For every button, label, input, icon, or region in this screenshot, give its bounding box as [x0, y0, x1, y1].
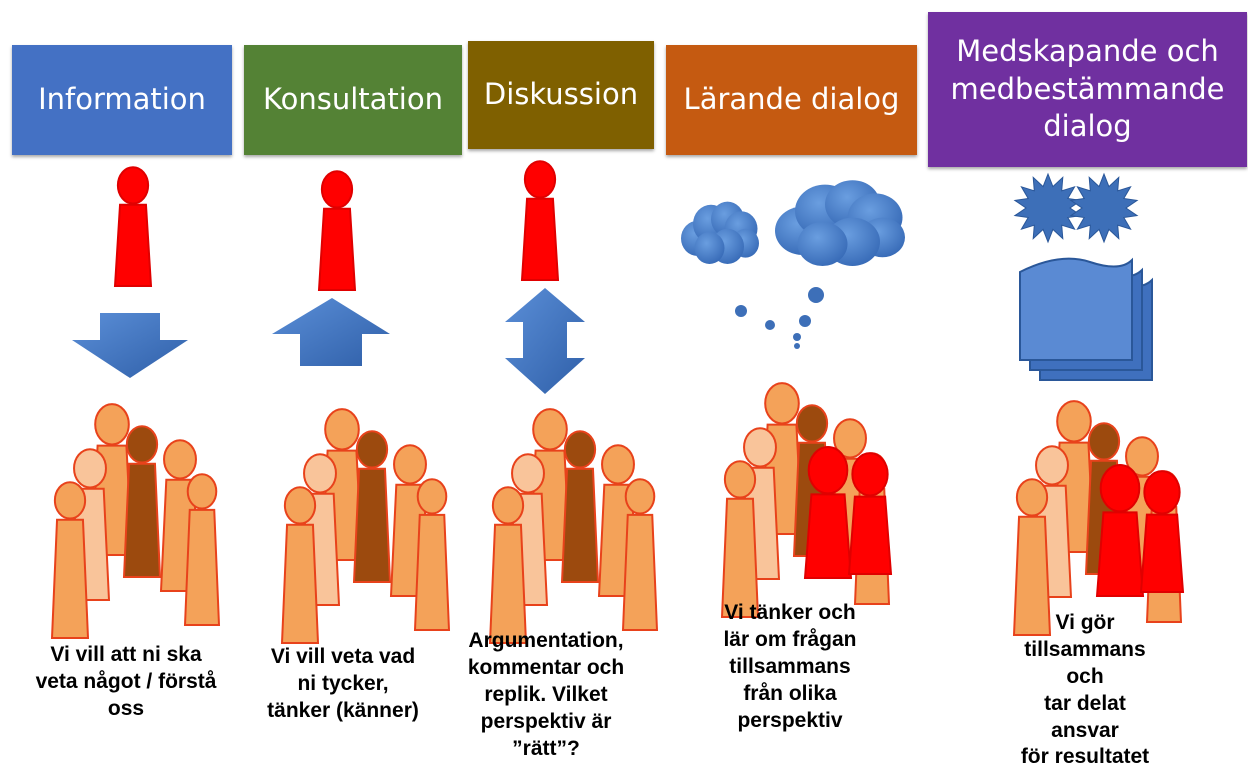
red-person-icon — [1139, 470, 1185, 593]
description-larande-dialog: Vi tänker och lär om frågan tillsammans … — [723, 601, 857, 732]
thought-bubble-icon — [735, 305, 747, 317]
crowd-person-icon — [352, 430, 392, 583]
thought-bubble-icon — [794, 343, 800, 349]
header-information: Information — [12, 45, 232, 155]
crowd-person-icon — [413, 478, 451, 631]
thought-cloud-icon — [775, 180, 905, 266]
document-stack-icon — [1019, 257, 1153, 381]
thought-bubble-icon — [765, 320, 775, 330]
crowd-person-icon — [50, 481, 90, 639]
up-arrow-icon — [272, 298, 390, 366]
leader-person-icon — [113, 166, 153, 287]
down-arrow-icon — [72, 313, 188, 378]
thought-cloud-icon — [681, 201, 759, 264]
thought-bubble-icon — [808, 287, 824, 303]
crowd-icon — [488, 408, 659, 644]
red-person-icon — [847, 452, 893, 575]
red-person-icon — [1095, 464, 1145, 597]
header-larande-dialog: Lärande dialog — [666, 45, 917, 155]
crowd-person-icon — [560, 430, 600, 583]
thought-bubble-icon — [793, 333, 801, 341]
header-diskussion: Diskussion — [468, 41, 654, 149]
crowd-person-icon — [488, 486, 528, 644]
crowd-person-icon — [280, 486, 320, 644]
description-medskapande-dialog: Vi gör tillsammans och tar delat ansvar … — [1020, 611, 1150, 769]
crowd-person-icon — [720, 460, 760, 618]
starburst-icon — [1069, 172, 1139, 244]
header-medskapande-dialog: Medskapande och medbestämmande dialog — [928, 12, 1247, 167]
crowd-icon — [280, 408, 451, 644]
starburst-icon — [1013, 172, 1083, 244]
crowd-icon — [720, 382, 893, 618]
crowd-person-icon — [621, 478, 659, 631]
header-konsultation: Konsultation — [244, 45, 462, 155]
description-diskussion: Argumentation, kommentar och replik. Vil… — [467, 629, 625, 760]
red-person-icon — [803, 446, 853, 579]
description-konsultation: Vi vill veta vad ni tycker, tänker (känn… — [267, 645, 419, 722]
crowd-person-icon — [1012, 478, 1052, 636]
thought-bubble-icon — [799, 315, 811, 327]
leader-person-icon — [317, 170, 357, 291]
crowd-person-icon — [183, 473, 221, 626]
leader-person-icon — [520, 160, 560, 281]
double-arrow-icon — [505, 288, 585, 394]
crowd-person-icon — [122, 425, 162, 578]
crowd-icon — [1012, 400, 1185, 636]
description-information: Vi vill att ni ska veta något / förstå o… — [35, 643, 217, 720]
crowd-icon — [50, 403, 221, 639]
